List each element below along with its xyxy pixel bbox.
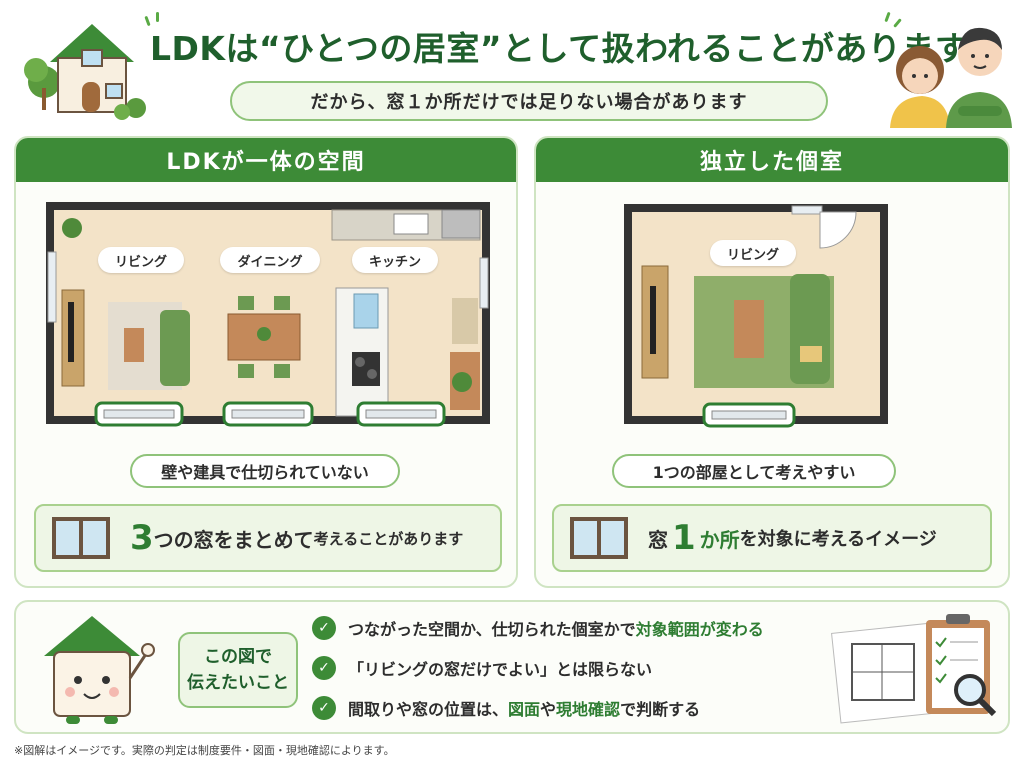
message-label-line2: 伝えたいこと — [187, 673, 289, 693]
floorplan-clipboard-illustration — [830, 610, 1006, 730]
room-label-living-private: リビング — [710, 240, 796, 266]
ldk-window-count: 3 — [130, 518, 154, 558]
ldk-panel-title: LDKが一体の空間 — [16, 138, 516, 182]
footnote: ※図解はイメージです。実際の判定は制度要件・図面・現地確認によります。 — [14, 744, 395, 757]
ldk-info-box: 3 つの窓をまとめて 考えることがあります — [34, 504, 502, 572]
message-label: この図で 伝えたいこと — [178, 632, 298, 708]
header-house-illustration — [22, 10, 152, 122]
key-points-section: この図で 伝えたいこと ✓ つながった空間か、仕切られた個室かで 対象範囲が変わ… — [14, 600, 1010, 734]
page-title: LDKは“ひとつの居室”として扱われることがあります — [150, 29, 969, 68]
window-marker-1 — [94, 401, 184, 427]
subtitle-banner: だから、窓１か所だけでは足りない場合があります — [230, 81, 828, 121]
key-point-3-mid: や — [540, 700, 557, 719]
key-point-1-text: つながった空間か、仕切られた個室かで — [348, 620, 636, 639]
room-label-kitchen: キッチン — [352, 247, 438, 273]
private-window-count: 1 — [672, 518, 696, 558]
private-info-tail: を対象に考えるイメージ — [739, 529, 937, 550]
key-point-3-text: 間取りや窓の位置は、 — [348, 700, 509, 719]
message-label-line1: この図で — [204, 647, 272, 667]
ldk-info-small: 考えることがあります — [313, 529, 464, 548]
ldk-info-text: つの窓をまとめて — [153, 527, 314, 552]
house-mascot-illustration — [34, 608, 164, 730]
key-point-1-highlight: 対象範囲が変わる — [635, 620, 764, 639]
check-icon: ✓ — [312, 656, 336, 680]
private-room-panel: 独立した個室 リビング 1つの部屋として考えやすい 窓 1 か所 を対象に考える… — [534, 136, 1010, 588]
key-point-2-text: 「リビングの窓だけでよい」とは限らない — [348, 660, 653, 679]
window-icon — [52, 517, 110, 559]
private-room-floor-plan — [624, 204, 888, 424]
check-icon: ✓ — [312, 696, 336, 720]
private-info-mid: か所 — [699, 527, 740, 552]
window-marker-3 — [356, 401, 446, 427]
window-icon-private — [570, 517, 628, 559]
ldk-floor-plan — [46, 202, 490, 424]
check-icon: ✓ — [312, 616, 336, 640]
key-point-3-highlight-1: 図面 — [508, 700, 541, 719]
private-info-head: 窓 — [648, 527, 668, 552]
room-label-living: リビング — [98, 247, 184, 273]
key-point-3-tail: で判断する — [620, 700, 701, 719]
key-point-1: ✓ つながった空間か、仕切られた個室かで 対象範囲が変わる — [312, 614, 764, 642]
window-marker-private — [702, 402, 796, 428]
private-room-info-box: 窓 1 か所 を対象に考えるイメージ — [552, 504, 992, 572]
ldk-callout: 壁や建具で仕切られていない — [130, 454, 400, 488]
key-point-2: ✓ 「リビングの窓だけでよい」とは限らない — [312, 654, 652, 682]
couple-illustration — [888, 14, 1012, 128]
private-room-callout: 1つの部屋として考えやすい — [612, 454, 896, 488]
private-room-panel-title: 独立した個室 — [536, 138, 1008, 182]
window-marker-2 — [222, 401, 314, 427]
ldk-open-space-panel: LDKが一体の空間 リビング ダイニ — [14, 136, 518, 588]
key-point-3: ✓ 間取りや窓の位置は、 図面 や 現地確認 で判断する — [312, 694, 700, 722]
key-point-3-highlight-2: 現地確認 — [556, 700, 621, 719]
room-label-dining: ダイニング — [220, 247, 320, 273]
